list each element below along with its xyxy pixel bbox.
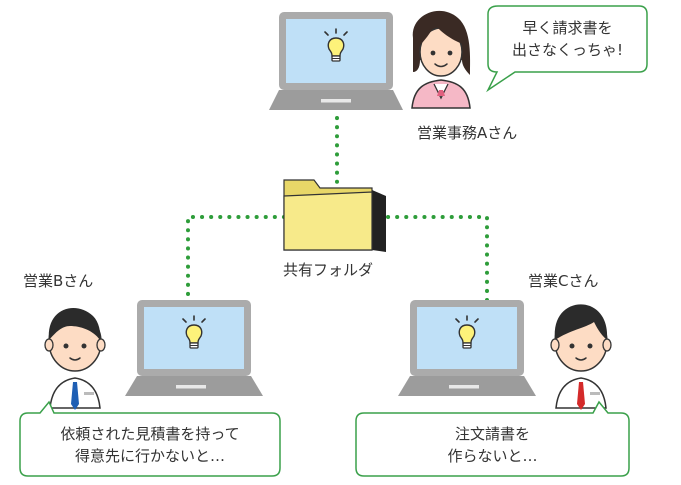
speech-line: 依頼された見積書を持って [60, 425, 240, 443]
speech-text-c: 注文請書を 作らないと… [356, 423, 629, 467]
speech-bubble-b [19, 400, 281, 477]
speech-line: 早く請求書を [522, 19, 613, 37]
speech-line: 作らないと… [447, 447, 538, 465]
laptop-icon [398, 300, 536, 396]
speech-bubble-a [486, 5, 648, 93]
speech-text-a: 早く請求書を 出さなくっちゃ! [488, 17, 647, 61]
speech-line: 注文請書を [454, 425, 530, 443]
connector-folder-b [186, 215, 286, 305]
laptop-icon [125, 300, 263, 396]
person-a-label: 営業事務Aさん [417, 124, 518, 142]
folder-label: 共有フォルダ [283, 261, 374, 279]
person-a-icon [411, 10, 471, 109]
person-b-label: 営業Bさん [23, 272, 94, 290]
speech-line: 得意先に行かないと… [74, 447, 225, 465]
person-c-label: 営業Cさん [528, 272, 599, 290]
person-b-icon [44, 308, 106, 410]
connector-lines [186, 116, 489, 305]
person-c-icon [550, 304, 612, 410]
speech-text-b: 依頼された見積書を持って 得意先に行かないと… [20, 423, 280, 467]
connector-folder-c [386, 215, 489, 305]
speech-bubble-c [355, 400, 630, 477]
speech-line: 出さなくっちゃ! [511, 41, 623, 59]
folder-icon [283, 179, 386, 252]
